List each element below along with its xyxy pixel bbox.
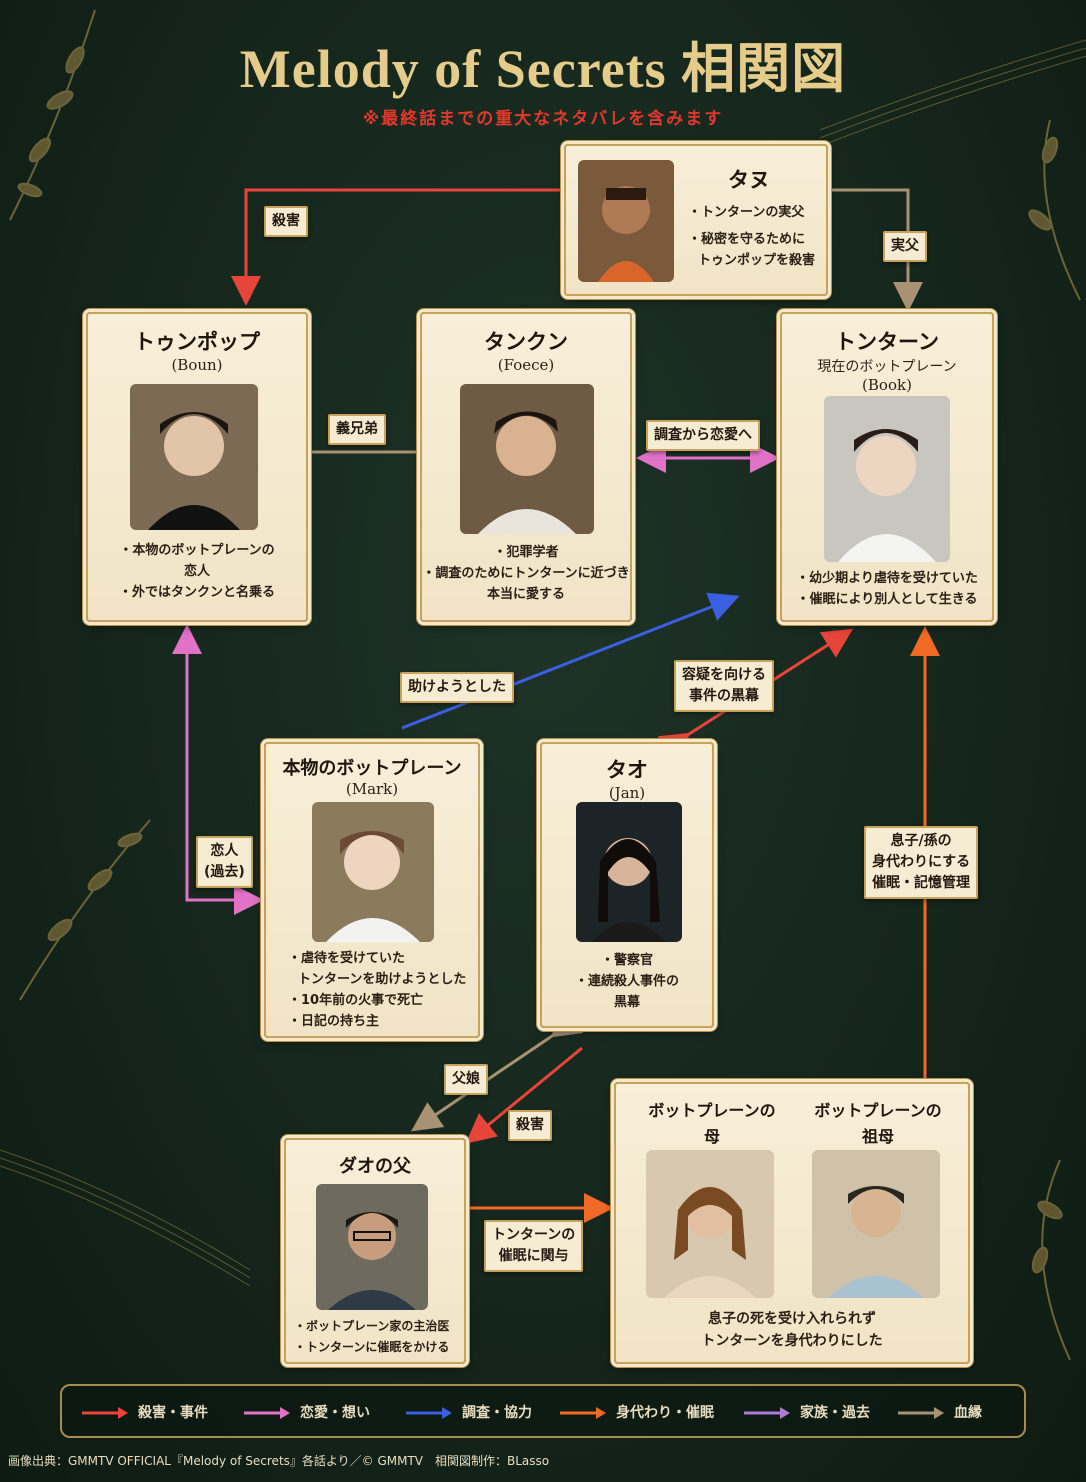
actor-tunpop: (Boun) xyxy=(171,356,223,374)
legend-label-blood: 血縁 xyxy=(954,1405,982,1421)
actor-real-botplane: (Mark) xyxy=(345,780,399,798)
spoiler-warning: ※最終話までの重大なネタバレを含みます xyxy=(362,109,724,129)
bullets-tanu: ・トンターンの実父 ・秘密を守るために トゥンポップを殺害 xyxy=(688,205,816,268)
card-dao-father[interactable]: ダオの父 ・ボットプレーン家の主治医 ・トンターンに催眠をかける xyxy=(284,1138,466,1364)
label-love: 調査から恋愛へ xyxy=(646,420,760,451)
legend-arrow-blood xyxy=(898,1407,944,1419)
name-botplane-grandmother: ボットプレーンの 祖母 xyxy=(814,1101,942,1146)
actor-tankun: (Foece) xyxy=(497,356,555,374)
line-father-tanu-tontan xyxy=(828,188,923,312)
legend-arrow-substitute xyxy=(560,1407,606,1419)
line-lover-past xyxy=(172,624,264,915)
family-note: 息子の死を受け入れられず トンターンを身代わりにした xyxy=(701,1311,883,1349)
photo-tao xyxy=(576,802,682,942)
bullets-tao: ・警察官 ・連続殺人事件の 黒幕 xyxy=(574,953,679,1010)
name-tao: タオ xyxy=(606,758,648,782)
line-murder-tao-father xyxy=(465,1046,583,1144)
legend-label-family: 家族・過去 xyxy=(800,1405,870,1421)
label-lover-past: 恋人(過去) xyxy=(196,836,253,888)
card-tao[interactable]: タオ (Jan) ・警察官 ・連続殺人事件の 黒幕 xyxy=(540,742,714,1028)
legend-label-murder: 殺害・事件 xyxy=(138,1405,208,1421)
card-tunpop[interactable]: トゥンポップ (Boun) ・本物のボットプレーンの 恋人 ・外ではタンクンと名… xyxy=(86,312,308,622)
photo-real-botplane xyxy=(312,802,434,942)
photo-dao-father xyxy=(316,1184,428,1310)
label-daughter: 父娘 xyxy=(444,1064,488,1095)
photo-tunpop xyxy=(130,384,258,530)
name-real-botplane: 本物のボットプレーン xyxy=(282,758,462,779)
legend-arrows xyxy=(82,1407,944,1419)
bullets-dao-father: ・ボットプレーン家の主治医 ・トンターンに催眠をかける xyxy=(294,1319,450,1354)
legend-label-substitute: 身代わり・催眠 xyxy=(616,1405,714,1421)
name-tankun: タンクン xyxy=(484,330,568,354)
legend: 殺害・事件 恋愛・想い 調査・協力 身代わり・催眠 家族・過去 血縁 xyxy=(60,1384,1026,1438)
music-staff-decoration xyxy=(0,39,1086,1287)
page-title: Melody of Secrets 相関図 xyxy=(239,39,847,99)
bullets-tontan: ・幼少期より虐待を受けていた ・催眠により別人として生きる xyxy=(796,571,978,607)
bullets-tankun: ・犯罪学者 ・調査のためにトンターンに近づき 本当に愛する xyxy=(422,545,630,602)
card-real-botplane[interactable]: 本物のボットプレーン (Mark) ・虐待を受けていた トンターンを助けようとし… xyxy=(264,742,480,1038)
photo-botplane-mother xyxy=(646,1150,774,1298)
leaf-branch-decoration xyxy=(9,9,1081,1361)
image-credit: 画像出典：GMMTV OFFICIAL『Melody of Secrets』各話… xyxy=(8,1454,550,1468)
label-tried-help: 助けようとした xyxy=(400,672,514,703)
legend-arrow-investigate xyxy=(406,1407,452,1419)
actor-tontan: (Book) xyxy=(862,376,912,394)
label-brothers: 義兄弟 xyxy=(328,414,386,445)
legend-arrow-murder xyxy=(82,1407,128,1419)
bullets-real-botplane: ・虐待を受けていた トンターンを助けようとした ・10年前の火事で死亡 ・日記の… xyxy=(288,951,467,1029)
name-tontan: トンターン xyxy=(835,330,939,354)
bullets-tunpop: ・本物のボットプレーンの 恋人 ・外ではタンクンと名乗る xyxy=(118,543,275,600)
legend-arrow-love xyxy=(244,1407,290,1419)
card-tanu[interactable]: タヌ ・トンターンの実父 ・秘密を守るために トゥンポップを殺害 xyxy=(564,144,828,296)
label-suspect: 容疑を向ける事件の黒幕 xyxy=(674,660,774,712)
photo-tankun xyxy=(460,384,594,534)
photo-botplane-grandmother xyxy=(812,1150,940,1298)
line-murder-tanu-tunpop xyxy=(231,188,564,306)
actor-tao: (Jan) xyxy=(608,784,646,802)
role-tontan: 現在のボットプレーン xyxy=(817,359,957,375)
photo-tontan xyxy=(824,396,950,562)
name-tanu: タヌ xyxy=(728,168,770,192)
photo-tanu xyxy=(578,160,674,282)
label-substitute: 息子/孫の身代わりにする催眠・記憶管理 xyxy=(864,826,979,899)
label-murder-tunpop: 殺害 xyxy=(264,206,308,237)
name-tunpop: トゥンポップ xyxy=(134,330,260,354)
card-tontan[interactable]: トンターン 現在のボットプレーン (Book) ・幼少期より虐待を受けていた ・… xyxy=(780,312,994,622)
label-murder-father: 殺害 xyxy=(508,1110,552,1141)
legend-label-love: 恋愛・想い xyxy=(300,1405,370,1421)
line-tried-help xyxy=(401,592,740,730)
card-tankun[interactable]: タンクン (Foece) ・犯罪学者 ・調査のためにトンターンに近づき 本当に愛… xyxy=(420,312,632,622)
legend-label-investigate: 調査・協力 xyxy=(462,1405,532,1421)
name-botplane-mother: ボットプレーンの 母 xyxy=(648,1101,776,1146)
legend-arrow-family xyxy=(744,1407,790,1419)
card-botplane-family[interactable]: ボットプレーンの 母 ボットプレーンの 祖母 息子の死を受け入れられず トンター… xyxy=(614,1082,970,1364)
name-dao-father: ダオの父 xyxy=(339,1156,411,1177)
label-real-father: 実父 xyxy=(883,231,927,262)
label-hypnosis: トンターンの催眠に関与 xyxy=(484,1220,584,1272)
